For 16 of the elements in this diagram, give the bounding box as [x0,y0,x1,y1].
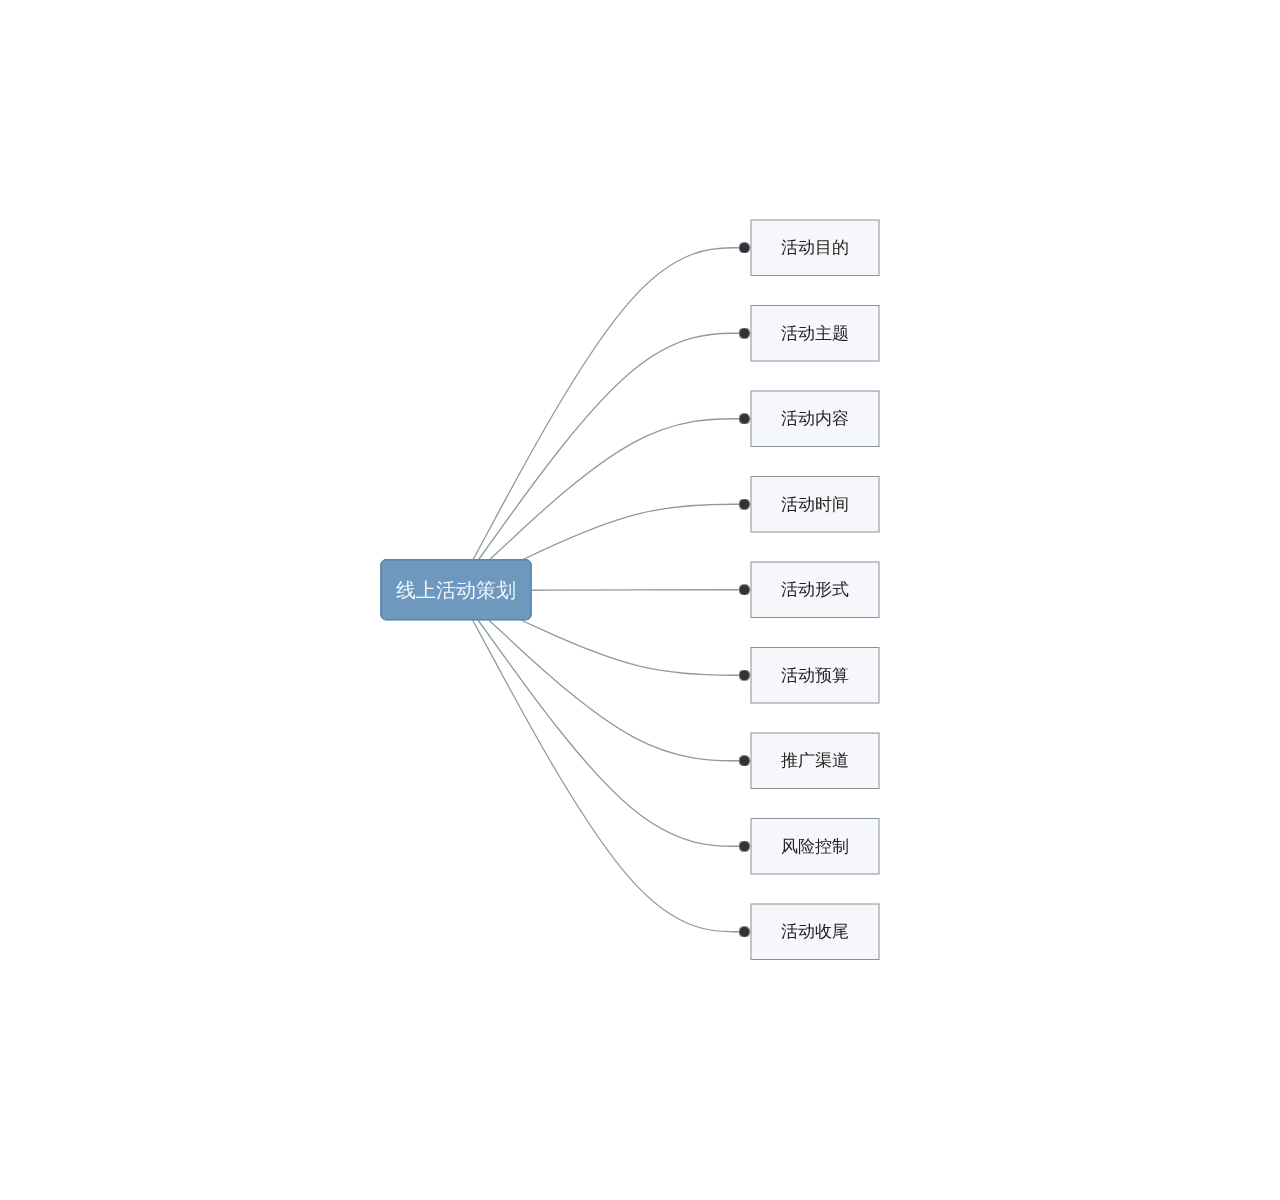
connector [530,583,752,597]
connector [472,241,752,562]
connector [477,619,752,853]
node-box: 活动形式 [750,561,880,619]
node-box: 风险控制 [750,818,880,875]
node-box: 活动时间 [750,476,880,533]
connector [488,619,752,768]
connector [477,327,752,562]
node-box: 活动目的 [750,219,880,277]
node-box: 活动内容 [750,390,880,448]
connector [472,619,752,939]
node-box: 活动预算 [750,647,880,704]
connector [488,412,752,562]
node-box: 活动收尾 [750,903,880,961]
node-box: 活动主题 [750,305,880,362]
node-box: 推广渠道 [750,732,880,790]
